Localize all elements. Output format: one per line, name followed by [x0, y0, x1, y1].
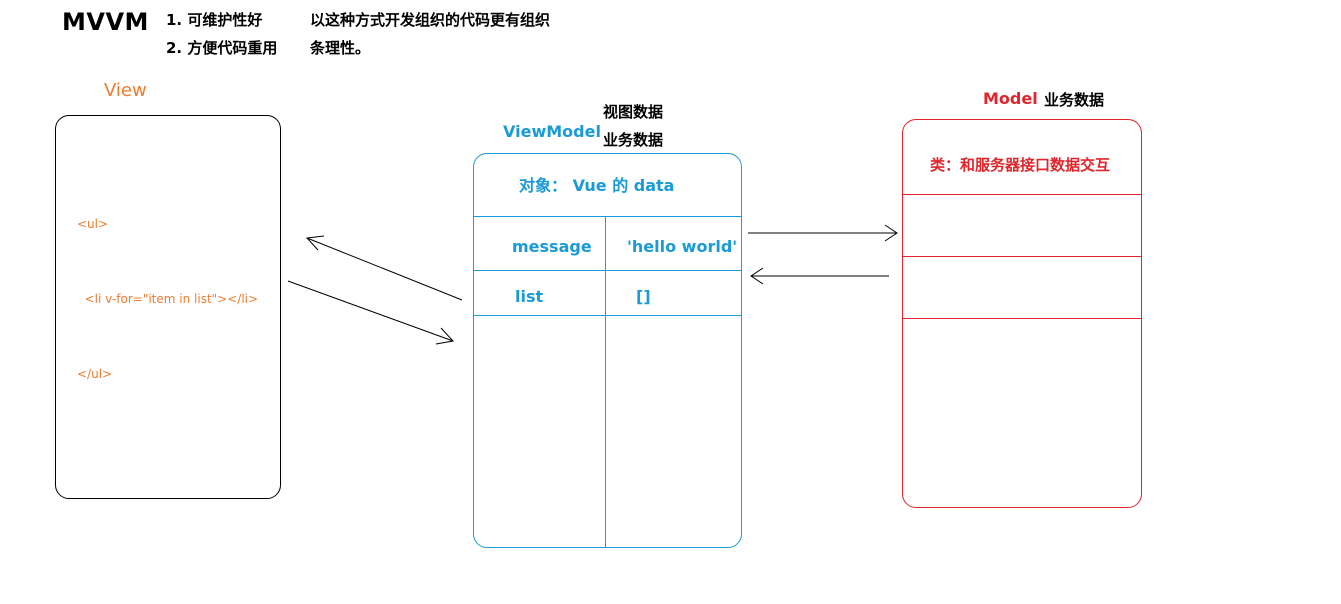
benefit-item: 2. 方便代码重用: [166, 39, 278, 57]
benefit-item: 1. 可维护性好: [166, 11, 263, 29]
code-line: <li v-for="item in list"></li>: [77, 292, 259, 306]
view-box: [55, 115, 281, 499]
model-divider: [902, 256, 1141, 257]
viewmodel-divider: [473, 315, 741, 316]
model-box: [902, 119, 1142, 508]
viewmodel-note: 视图数据 业务数据: [603, 98, 663, 154]
viewmodel-header: 对象： Vue 的 data: [519, 176, 675, 195]
view-label: View: [104, 80, 147, 101]
model-class-text: 类：和服务器接口数据交互: [930, 156, 1111, 174]
arrow-model-to-viewmodel: [750, 267, 889, 285]
viewmodel-note-line: 视图数据: [603, 103, 664, 121]
header-note: 以这种方式开发组织的代码更有组织 条理性。: [310, 6, 580, 62]
benefit-list: 1. 可维护性好 2. 方便代码重用: [166, 6, 277, 62]
diagram-title: MVVM: [62, 8, 149, 36]
code-line: </ul>: [77, 367, 113, 381]
viewmodel-column-divider: [605, 216, 606, 547]
arrow-viewmodel-to-model: [748, 224, 898, 242]
model-label: Model: [983, 89, 1038, 108]
arrow-viewmodel-to-view: [305, 235, 463, 301]
viewmodel-row-value: []: [636, 287, 651, 306]
arrow-view-to-viewmodel: [287, 280, 454, 345]
view-code: <ul> <li v-for="item in list"></li> </ul…: [77, 162, 258, 412]
viewmodel-row-key: list: [515, 287, 544, 306]
viewmodel-row-value: 'hello world': [627, 237, 738, 256]
viewmodel-label: ViewModel: [503, 122, 601, 141]
header-note-line: 条理性。: [310, 39, 371, 57]
model-note: 业务数据: [1044, 91, 1105, 109]
header-note-line: 以这种方式开发组织的代码更有组织: [310, 11, 551, 29]
viewmodel-divider: [473, 270, 741, 271]
model-divider: [902, 318, 1141, 319]
viewmodel-row-key: message: [512, 237, 592, 256]
viewmodel-box: [473, 153, 742, 548]
viewmodel-divider: [473, 216, 741, 217]
code-line: <ul>: [77, 217, 109, 231]
viewmodel-note-line: 业务数据: [603, 131, 664, 149]
model-divider: [902, 194, 1141, 195]
